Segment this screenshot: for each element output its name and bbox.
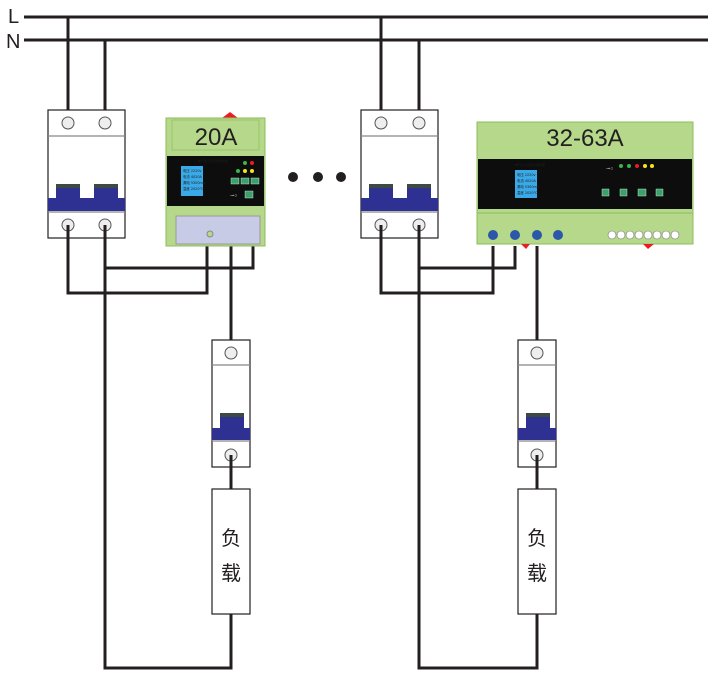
- output-terminal-2: [553, 230, 563, 240]
- neutral-label: N: [6, 31, 20, 53]
- button-3[interactable]: [250, 177, 260, 185]
- left-wire-n-to-device: [103, 225, 255, 270]
- left-neutral-return: [103, 268, 233, 670]
- button-1[interactable]: [601, 188, 610, 197]
- led-short: [250, 169, 254, 173]
- input-terminal-1: [488, 230, 498, 240]
- line-label: L: [8, 6, 19, 28]
- device-20a: 20A 电气防火限流式保护器 电压 2220v 电流 4020A 漏电 5300…: [165, 112, 266, 247]
- signal-terminals: [607, 230, 680, 240]
- led-run: [243, 161, 247, 165]
- load-left: 负 载: [211, 488, 251, 615]
- right-wire-n-to-device: [417, 225, 517, 270]
- svg-text:载: 载: [527, 561, 547, 585]
- device-rating: 32-63A: [546, 125, 623, 152]
- button-2[interactable]: [240, 177, 250, 185]
- load-right: 负 载: [517, 488, 557, 615]
- reset-icon: ⊸○: [230, 193, 237, 199]
- main-breaker-right: [360, 109, 439, 239]
- terminal-cover: [175, 215, 261, 245]
- reset-icon: ⊸○: [606, 166, 613, 172]
- load-breaker-right: [517, 339, 557, 468]
- output-terminal-1: [532, 230, 542, 240]
- lcd-screen: [181, 166, 203, 196]
- button-2[interactable]: [619, 188, 628, 197]
- button-4[interactable]: [655, 188, 664, 197]
- button-3[interactable]: [637, 188, 647, 197]
- svg-text:温度 2020℃: 温度 2020℃: [517, 190, 537, 195]
- led-overcurrent: [643, 164, 647, 168]
- device-rating: 20A: [195, 124, 238, 151]
- led-alarm: [250, 161, 254, 165]
- lcd-screen: [515, 170, 537, 198]
- svg-text:电气防火限流式保护器: 电气防火限流式保护器: [198, 158, 228, 163]
- svg-text:电流 4020A: 电流 4020A: [517, 178, 536, 183]
- svg-text:电压 2220v: 电压 2220v: [517, 172, 536, 177]
- led-comm: [236, 169, 240, 173]
- svg-text:负: 负: [527, 526, 547, 550]
- svg-text:电气防火限流式保护器: 电气防火限流式保护器: [515, 162, 545, 167]
- bottom-clip: [643, 244, 654, 249]
- svg-text:电压 2220v: 电压 2220v: [183, 168, 202, 173]
- led-run: [619, 164, 623, 168]
- right-neutral-return: [417, 268, 539, 670]
- led-short: [650, 164, 654, 168]
- led-alarm: [635, 164, 639, 168]
- cover-screw-icon: [206, 230, 214, 238]
- led-comm: [627, 164, 631, 168]
- svg-text:温度 2020℃: 温度 2020℃: [183, 186, 203, 191]
- svg-text:电流 4020A: 电流 4020A: [183, 174, 202, 179]
- button-1[interactable]: [230, 177, 240, 185]
- svg-text:载: 载: [221, 561, 241, 585]
- button-4[interactable]: [244, 190, 254, 199]
- load-breaker-left: [211, 339, 251, 468]
- device-32-63a: 32-63A 电气防火限流式保护器 电压 2220v 电流 4020A 漏电 5…: [476, 121, 694, 249]
- ellipsis-dots: [288, 172, 346, 182]
- svg-text:漏电 5300mA: 漏电 5300mA: [517, 184, 540, 189]
- main-breaker-left: [47, 109, 126, 239]
- input-terminal-2: [510, 230, 520, 240]
- svg-text:负: 负: [221, 526, 241, 550]
- top-clip: [222, 112, 238, 118]
- led-overcurrent: [243, 169, 247, 173]
- display-panel: [478, 159, 692, 209]
- bottom-clip: [521, 244, 530, 249]
- svg-text:漏电 5300mA: 漏电 5300mA: [183, 180, 206, 185]
